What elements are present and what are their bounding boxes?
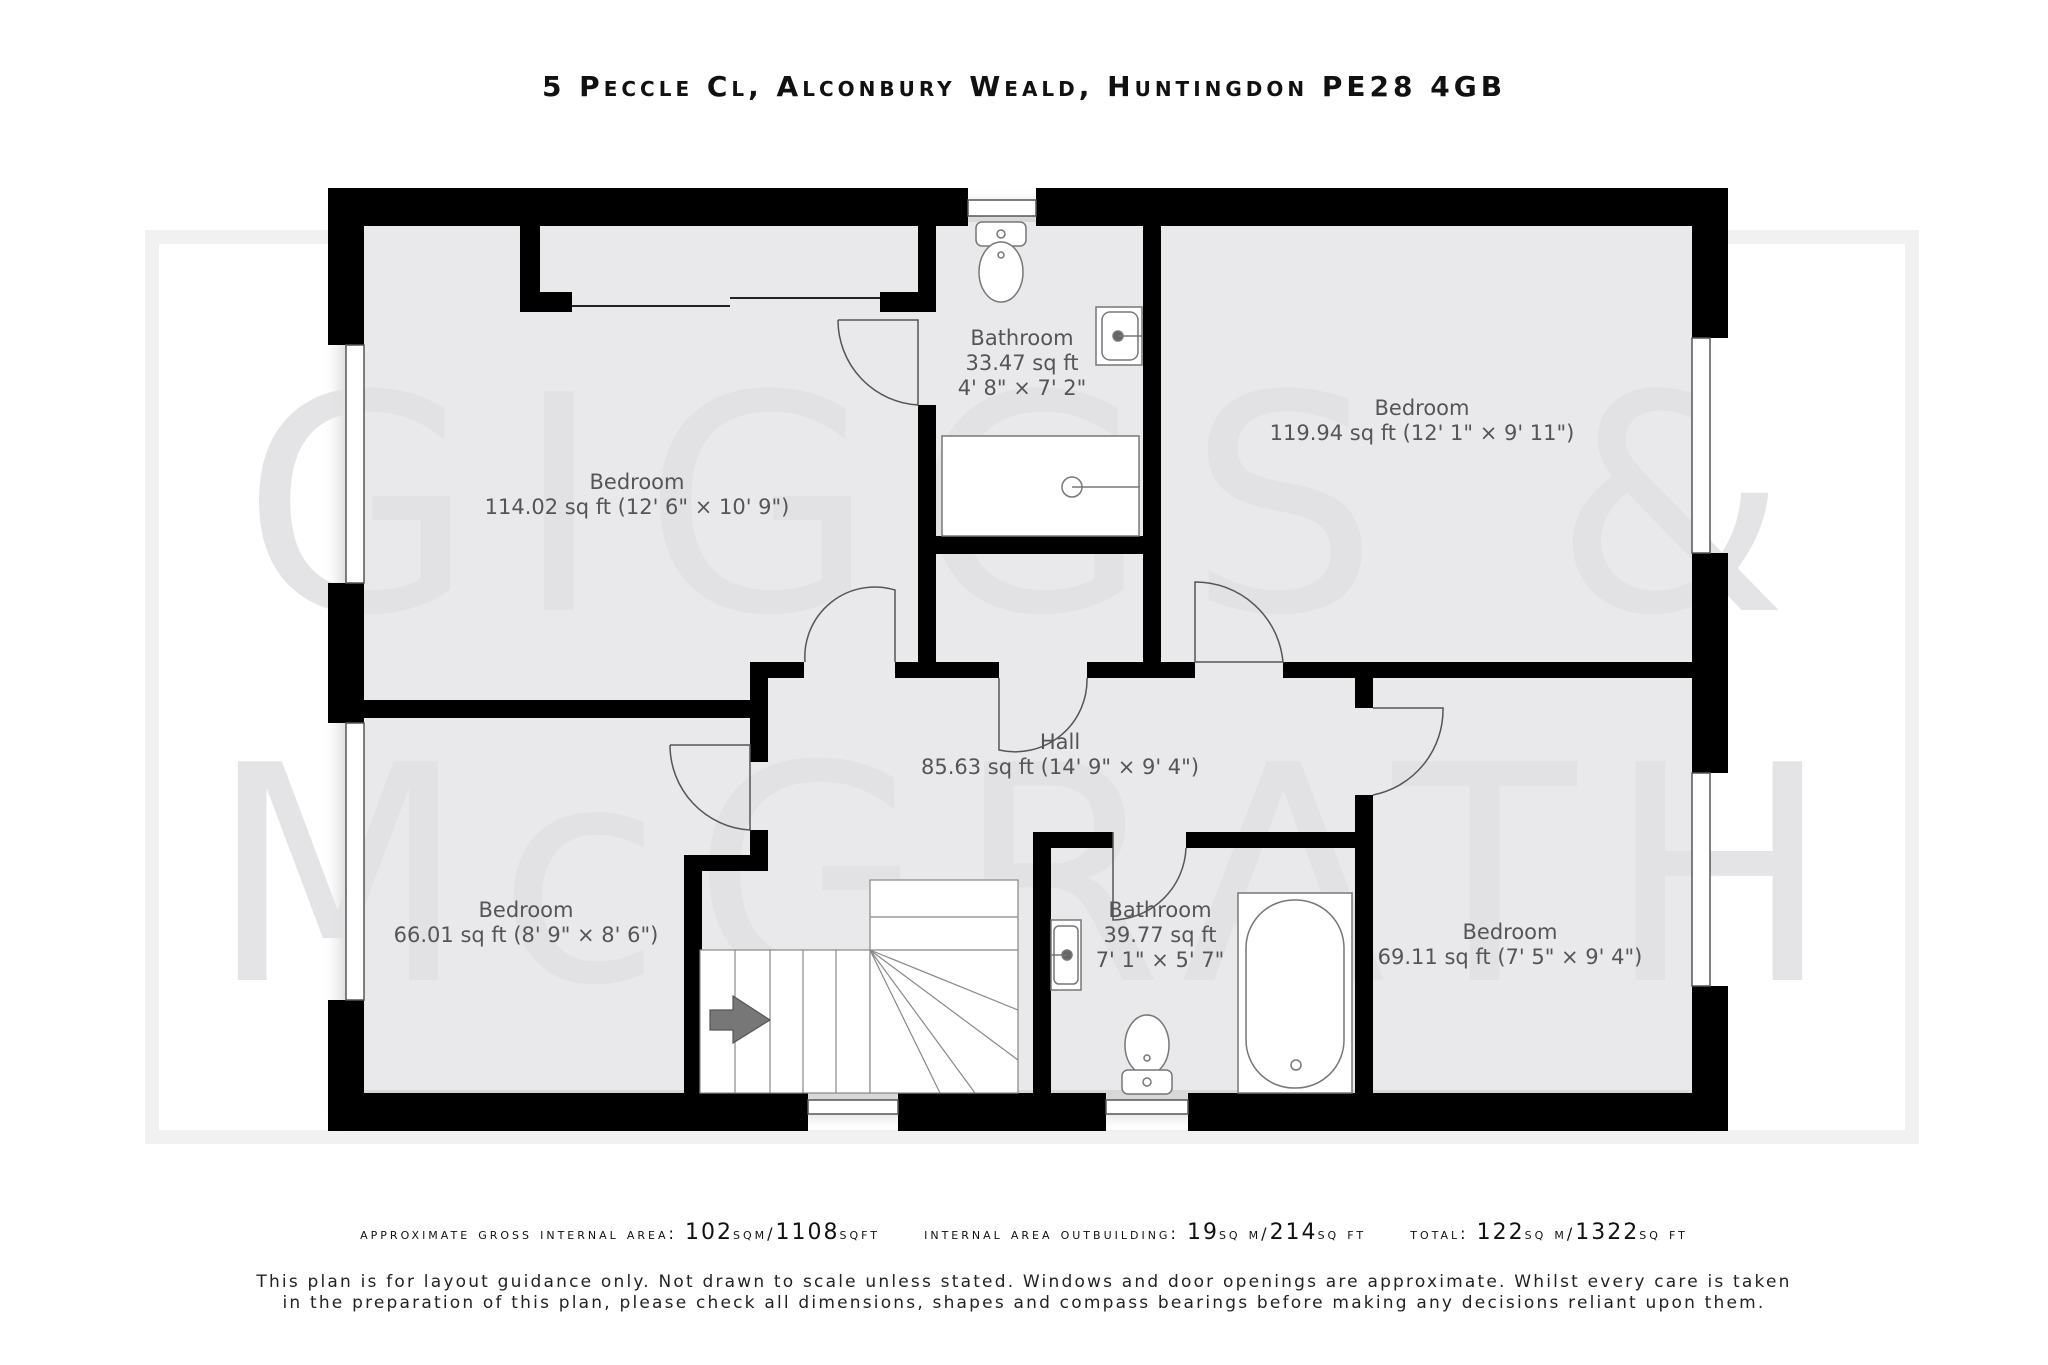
window-left-top xyxy=(345,344,365,584)
disclaimer: This plan is for layout guidance only. N… xyxy=(0,1272,2048,1314)
door-bathroom2 xyxy=(1112,832,1187,921)
room-name: Bathroom xyxy=(1108,898,1212,922)
fixtures xyxy=(941,221,1353,1095)
window-right-top xyxy=(1691,337,1711,554)
stairs-arrow-icon xyxy=(709,994,772,1045)
room-name: Bathroom xyxy=(970,326,1074,350)
door-swings xyxy=(669,319,1444,921)
door-hall-bath1 xyxy=(998,677,1088,753)
door-bedroom3 xyxy=(669,744,751,831)
window-left-bottom xyxy=(345,722,365,1001)
disclaimer-line-2: in the preparation of this plan, please … xyxy=(282,1293,1766,1313)
room-name: Hall xyxy=(1039,730,1081,754)
room-label-bathroom-1: Bathroom 33.47 sq ft 4' 8" × 7' 2" xyxy=(958,326,1087,401)
room-area: 69.11 sq ft (7' 5" × 9' 4") xyxy=(1377,945,1643,969)
room-area: 66.01 sq ft (8' 9" × 8' 6") xyxy=(393,923,659,947)
bath-icon xyxy=(1237,892,1353,1094)
door-bedroom1 xyxy=(804,586,896,663)
walls xyxy=(328,188,1728,1131)
total-area: total: 122sq m/1322sq ft xyxy=(1410,1220,1688,1245)
property-address: 5 Peccle Cl, Alconbury Weald, Huntingdon… xyxy=(541,70,1507,103)
room-label-bedroom-1: Bedroom 114.02 sq ft (12' 6" × 10' 9") xyxy=(485,470,790,520)
room-area: 114.02 sq ft (12' 6" × 10' 9") xyxy=(484,495,790,519)
window-right-bottom xyxy=(1691,772,1711,987)
outbuilding-area: internal area outbuilding: 19sq m/214sq … xyxy=(924,1220,1367,1245)
wardrobe-doors xyxy=(572,297,880,307)
room-label-bathroom-2: Bathroom 39.77 sq ft 7' 1" × 5' 7" xyxy=(1096,898,1225,973)
toilet-icon xyxy=(975,221,1027,303)
door-bedroom4 xyxy=(1372,707,1444,796)
toilet-icon-2 xyxy=(1121,1014,1173,1095)
room-label-bedroom-2: Bedroom 119.94 sq ft (12' 1" × 9' 11") xyxy=(1270,396,1575,446)
watermark-line-2: McGRATH xyxy=(208,702,1861,1051)
room-dims: 4' 8" × 7' 2" xyxy=(957,376,1087,400)
room-dims: 7' 1" × 5' 7" xyxy=(1095,948,1225,972)
room-name: Bedroom xyxy=(478,898,574,922)
door-bedroom2 xyxy=(1194,581,1284,663)
window-top-bath xyxy=(967,199,1037,217)
disclaimer-line-1: This plan is for layout guidance only. N… xyxy=(256,1272,1792,1292)
room-label-bedroom-3: Bedroom 66.01 sq ft (8' 9" × 8' 6") xyxy=(394,898,659,948)
windows xyxy=(345,199,1711,1115)
floor-area xyxy=(340,205,1702,1115)
window-bottom-stairs xyxy=(807,1099,899,1115)
shower-tray-icon xyxy=(941,435,1140,537)
room-name: Bedroom xyxy=(1462,920,1558,944)
room-area: 119.94 sq ft (12' 1" × 9' 11") xyxy=(1269,421,1575,445)
room-name: Bedroom xyxy=(1374,396,1470,420)
room-area: 33.47 sq ft xyxy=(965,351,1079,375)
staircase xyxy=(699,879,1019,1094)
window-bottom-bath xyxy=(1105,1099,1189,1115)
room-area: 39.77 sq ft xyxy=(1103,923,1217,947)
basin-icon-2 xyxy=(1050,919,1082,991)
room-name: Bedroom xyxy=(589,470,685,494)
room-area: 85.63 sq ft (14' 9" × 9' 4") xyxy=(920,755,1200,779)
door-bathroom1 xyxy=(837,319,919,406)
gross-internal-area: approximate gross internal area: 102sqm/… xyxy=(360,1220,881,1245)
room-label-hall: Hall 85.63 sq ft (14' 9" × 9' 4") xyxy=(921,730,1199,780)
basin-icon xyxy=(1095,306,1143,366)
area-summary: approximate gross internal area: 102sqm/… xyxy=(0,1220,2048,1245)
room-label-bedroom-4: Bedroom 69.11 sq ft (7' 5" × 9' 4") xyxy=(1378,920,1643,970)
